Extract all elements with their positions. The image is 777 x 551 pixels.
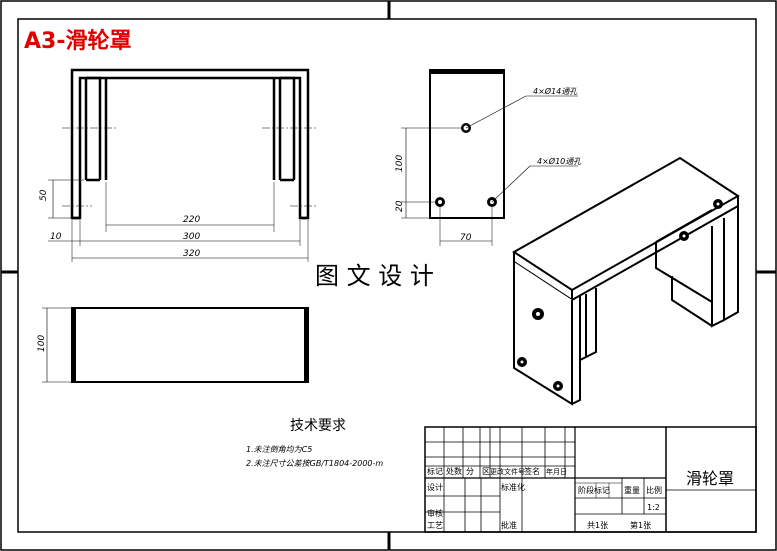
tb-mark: 标记 <box>427 466 443 476</box>
tb-stage: 阶段标记 <box>578 485 610 495</box>
side-view <box>401 69 578 246</box>
tb-sheets-total: 共1张 <box>587 521 608 530</box>
dim-220: 220 <box>183 215 200 225</box>
tech-req-item-1: 1.未注倒角均为C5 <box>246 445 312 454</box>
tb-design: 设计 <box>427 482 443 492</box>
note-holes-10: 4×Ø10通孔 <box>537 156 582 166</box>
tb-scale-value: 1:2 <box>647 503 660 512</box>
tb-approve: 批准 <box>501 520 517 530</box>
tb-zone: 分 <box>466 467 474 476</box>
watermark-text: 图 文 设 计 <box>315 262 434 290</box>
tb-sign: 签名 <box>524 466 540 476</box>
tb-doc: 区 <box>482 467 490 476</box>
dim-100-top: 100 <box>37 335 47 352</box>
tb-check: 审核 <box>427 508 443 518</box>
dim-10: 10 <box>50 232 62 242</box>
tb-process: 工艺 <box>427 521 443 530</box>
tb-scale: 比例 <box>646 485 662 495</box>
tb-weight: 重量 <box>624 485 640 495</box>
tb-date: 年月日 <box>546 467 567 476</box>
tb-change-doc: 更改文件号 <box>490 467 525 476</box>
dim-100-side: 100 <box>395 155 405 172</box>
dim-20: 20 <box>395 200 405 212</box>
tech-req-heading: 技术要求 <box>290 418 346 434</box>
dim-320: 320 <box>183 249 200 259</box>
tb-count: 处数 <box>446 466 462 476</box>
dim-70: 70 <box>460 233 472 243</box>
dim-300: 300 <box>183 232 200 242</box>
isometric-view <box>512 156 740 406</box>
tech-req-item-2: 2.未注尺寸公差按GB/T1804-2000-m <box>246 459 383 468</box>
tb-sheet-no: 第1张 <box>630 520 651 530</box>
title-block <box>424 426 757 533</box>
dim-50: 50 <box>39 189 49 201</box>
inner-border <box>17 18 757 533</box>
top-view <box>42 307 309 383</box>
tb-standardize: 标准化 <box>501 482 525 492</box>
note-holes-14: 4×Ø14通孔 <box>533 86 578 96</box>
front-view <box>48 68 318 262</box>
tb-part-name: 滑轮罩 <box>686 469 734 488</box>
sheet-title: A3-滑轮罩 <box>24 28 131 54</box>
